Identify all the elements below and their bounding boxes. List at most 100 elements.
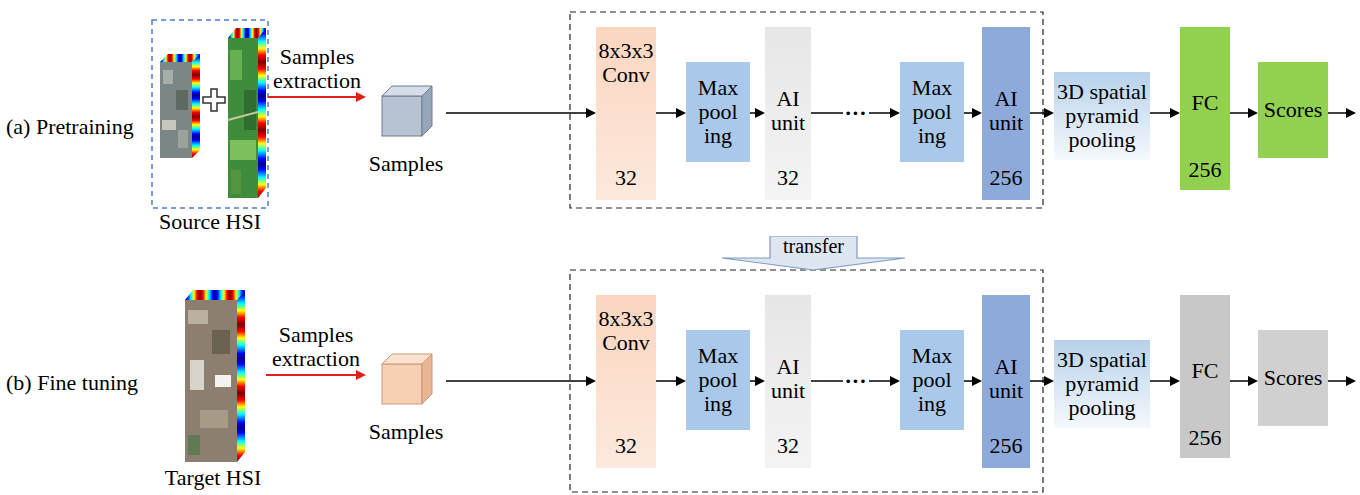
transfer-arrow: transfer [722,236,905,270]
flow-arrow [1230,376,1258,386]
scores-box: Scores [1258,330,1328,426]
arrowhead [755,376,765,386]
sample-cube-front [382,364,422,404]
node-text: 256 [1181,426,1229,450]
node-text: 3D spatial pyramid pooling [1056,348,1148,420]
arrow-line [656,112,677,114]
ai-unit-box: AI unit32 [765,27,811,200]
hsi-image-patch [178,130,188,148]
node-text: 256 [983,434,1029,458]
pooling-box: Max pool ing [900,330,964,430]
node-text: Scores [1259,98,1327,122]
ai-unit-box: AI unit256 [982,27,1030,200]
flow-arrow [446,376,596,386]
sample-cube-front [382,96,422,136]
arrow-line [446,380,587,382]
node-text: FC [1181,359,1229,383]
hsi-image-patch [176,90,188,110]
node-text: 256 [983,166,1029,190]
node-text: Max pool ing [904,344,960,416]
hsi-image-patch [162,120,176,130]
arrow-line [266,374,357,376]
hsi-cube-top [185,290,245,300]
output-arrowhead [1346,108,1356,118]
flow-arrow [266,370,366,380]
arrowhead [586,108,596,118]
node-text: Max pool ing [690,76,746,148]
plus-symbol [203,89,225,111]
output-arrow [1328,380,1346,382]
hsi-image-patch [231,170,241,194]
node-text: FC [1181,91,1229,115]
network-dashed-frame [570,270,1043,492]
arrowhead [1170,376,1180,386]
hsi-image-patch [188,435,200,455]
flow-arrow [446,108,596,118]
samples-cube: Samples [366,354,446,444]
spp-box: 3D spatial pyramid pooling [1054,340,1150,428]
arrow-line [656,380,677,382]
node-text: AI unit [983,355,1029,403]
arrow-line [1150,380,1171,382]
flow-arrow [268,92,366,102]
node-text: 32 [597,434,655,458]
output-arrowhead [1346,376,1356,386]
arrow-line [1150,112,1171,114]
node-text: AI unit [766,355,810,403]
arrowhead [1170,108,1180,118]
arrowhead [356,92,366,102]
arrowhead [676,376,686,386]
node-text: 32 [766,434,810,458]
network-dashed-frame [570,12,1043,208]
hsi-image-patch [212,330,230,354]
arrowhead [890,376,900,386]
arrowhead [1248,376,1258,386]
node-text: Target HSI [161,466,265,490]
edge-label: Samples extraction [261,323,371,371]
row-label: (b) Fine tuning [6,370,138,396]
transfer-arrow-outline [722,236,905,270]
flow-arrow [656,108,686,118]
flow-arrow [1150,376,1180,386]
node-text: Source HSI [153,210,267,234]
arrowhead [1044,376,1054,386]
target-hsi-group: Target HSI [160,290,266,490]
arrow-line [964,380,973,382]
arrowhead [972,376,982,386]
node-text: Samples [367,152,445,176]
samples-cube: Samples [366,86,446,176]
spp-box: 3D spatial pyramid pooling [1054,72,1150,160]
node-text: 8x3x3 Conv [597,39,655,87]
row-label: (a) Pretraining [6,114,134,140]
hsi-cube-front [160,62,192,158]
pooling-box: Max pool ing [900,62,964,162]
arrowhead [972,108,982,118]
flow-arrow [964,376,982,386]
arrowhead [676,108,686,118]
sample-cube-side [422,86,432,136]
flow-arrow [964,108,982,118]
node-text: 8x3x3 Conv [597,307,655,355]
arrow-line [1030,112,1045,114]
hsi-cube-front [185,300,237,462]
pooling-box: Max pool ing [686,330,750,430]
hsi-cube-front [228,38,258,198]
arrow-line [964,112,973,114]
ai-unit-box: AI unit 256 [982,295,1030,468]
sample-cube-side [422,354,432,404]
hsi-image-patch [163,70,173,84]
flow-arrow [1230,108,1258,118]
arrow-line [1230,380,1249,382]
output-arrow [1328,112,1346,114]
fc-box: FC256 [1180,27,1230,190]
arrowhead [356,370,366,380]
hsi-image-patch [230,50,242,80]
arrowhead [1044,108,1054,118]
flow-arrow [1030,376,1054,386]
node-text: 32 [597,166,655,190]
flow-arrow [1150,108,1180,118]
node-text: 32 [766,166,810,190]
